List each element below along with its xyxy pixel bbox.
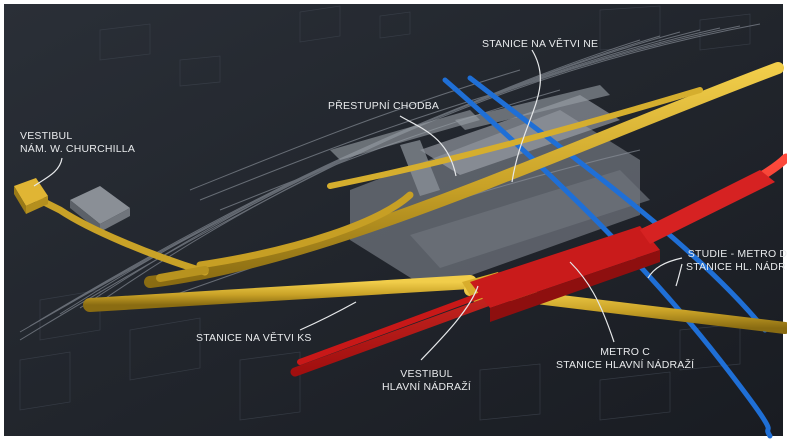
label-line: STANICE HLAVNÍ NÁDRAŽÍ — [556, 359, 695, 371]
label-line: HLAVNÍ NÁDRAŽÍ — [382, 381, 471, 393]
label-line: STUDIE - METRO D — [687, 248, 787, 260]
label-stanice-ks: STANICE NA VĚTVI KS — [196, 332, 312, 345]
label-prestupni-chodba: PŘESTUPNÍ CHODBA — [328, 100, 439, 113]
label-line: NÁM. W. CHURCHILLA — [20, 143, 136, 155]
metro-c-line — [290, 153, 787, 377]
label-line: VESTIBUL — [400, 368, 453, 380]
label-line: STANICE NA VĚTVI KS — [196, 332, 312, 344]
label-vestibul-churchill: VESTIBUL NÁM. W. CHURCHILLA — [20, 130, 135, 156]
label-vestibul-hn: VESTIBUL HLAVNÍ NÁDRAŽÍ — [382, 368, 471, 394]
label-metro-c: METRO C STANICE HLAVNÍ NÁDRAŽÍ — [556, 346, 694, 372]
label-line: STANICE HL. NÁDR. — [686, 261, 787, 273]
metro-d-line — [442, 75, 773, 439]
label-studie-metro-d: STUDIE - METRO D STANICE HL. NÁDR. — [686, 248, 787, 274]
vestibul-churchill-block — [14, 178, 48, 214]
label-line: STANICE NA VĚTVI NE — [482, 38, 599, 50]
label-line: VESTIBUL — [20, 130, 73, 142]
callout-lines — [33, 49, 683, 361]
label-line: PŘESTUPNÍ CHODBA — [328, 100, 440, 112]
label-line: METRO C — [600, 346, 651, 358]
label-stanice-ne: STANICE NA VĚTVI NE — [482, 38, 598, 51]
